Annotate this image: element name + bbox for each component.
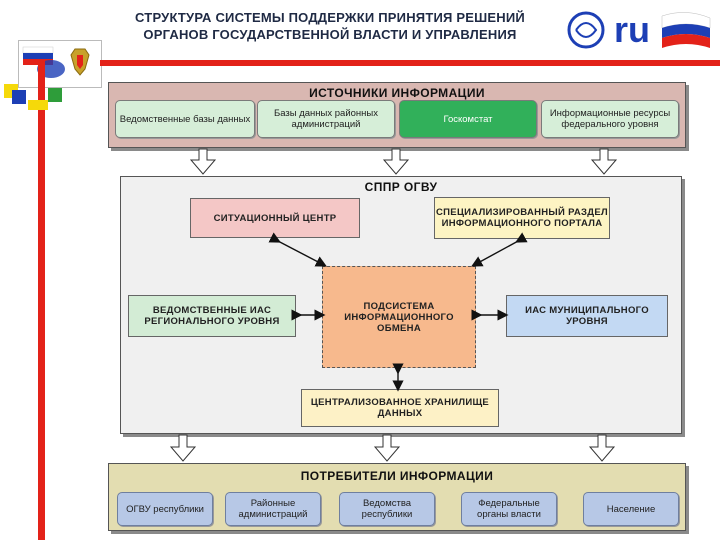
municipal-ias-box: ИАС МУНИЦИПАЛЬНОГО УРОВНЯ bbox=[506, 295, 668, 337]
yellow-square-small bbox=[28, 100, 48, 110]
blue-square bbox=[12, 90, 26, 104]
link-situation-exchange bbox=[268, 232, 327, 267]
consumer-federal: Федеральные органы власти bbox=[461, 492, 557, 526]
brand-logo-graphic bbox=[567, 11, 711, 49]
flow-arrow-src-3 bbox=[590, 148, 618, 175]
flow-arrow-con-3 bbox=[588, 434, 616, 462]
flow-arrow-src-1 bbox=[189, 148, 217, 175]
consumers-title: ПОТРЕБИТЕЛИ ИНФОРМАЦИИ bbox=[300, 469, 494, 483]
flow-arrow-con-1 bbox=[169, 434, 197, 462]
brand-logo: ru bbox=[566, 6, 712, 54]
top-red-bar bbox=[100, 60, 720, 66]
flow-arrow-src-2 bbox=[382, 148, 410, 175]
green-square bbox=[48, 88, 62, 102]
brand-logo-text: ru bbox=[614, 9, 650, 50]
page-title: СТРУКТУРА СИСТЕМЫ ПОДДЕРЖКИ ПРИНЯТИЯ РЕШ… bbox=[100, 9, 560, 43]
source-federal-resources: Информационные ресурсы федерального уров… bbox=[541, 100, 679, 138]
flow-arrow-con-2 bbox=[373, 434, 401, 462]
exchange-subsystem-box: ПОДСИСТЕМА ИНФОРМАЦИОННОГО ОБМЕНА bbox=[322, 266, 476, 368]
source-departmental-db: Ведомственные базы данных bbox=[115, 100, 255, 138]
title-line-1: СТРУКТУРА СИСТЕМЫ ПОДДЕРЖКИ ПРИНЯТИЯ РЕШ… bbox=[135, 10, 525, 25]
central-storage-box: ЦЕНТРАЛИЗОВАННОЕ ХРАНИЛИЩЕ ДАННЫХ bbox=[301, 389, 499, 427]
left-red-bar bbox=[38, 60, 45, 540]
portal-section-box: СПЕЦИАЛИЗИРОВАННЫЙ РАЗДЕЛ ИНФОРМАЦИОННОГ… bbox=[434, 197, 610, 239]
sources-panel: ИСТОЧНИКИ ИНФОРМАЦИИ Ведомственные базы … bbox=[108, 82, 686, 148]
sppr-title: СППР ОГВУ bbox=[364, 180, 438, 194]
regional-ias-box: ВЕДОМСТВЕННЫЕ ИАС РЕГИОНАЛЬНОГО УРОВНЯ bbox=[128, 295, 296, 337]
consumer-district-admin: Районные администраций bbox=[225, 492, 321, 526]
source-goskomstat: Госкомстат bbox=[399, 100, 537, 138]
situation-center-box: СИТУАЦИОННЫЙ ЦЕНТР bbox=[190, 198, 360, 238]
link-portal-exchange bbox=[471, 232, 528, 267]
consumer-population: Население bbox=[583, 492, 679, 526]
source-district-db: Базы данных районных администраций bbox=[257, 100, 395, 138]
consumers-panel: ПОТРЕБИТЕЛИ ИНФОРМАЦИИ ОГВУ республики Р… bbox=[108, 463, 686, 531]
title-line-2: ОРГАНОВ ГОСУДАРСТВЕННОЙ ВЛАСТИ И УПРАВЛЕ… bbox=[143, 27, 517, 42]
consumer-agencies: Ведомства республики bbox=[339, 492, 435, 526]
sources-title: ИСТОЧНИКИ ИНФОРМАЦИИ bbox=[309, 86, 485, 100]
consumer-ogvu: ОГВУ республики bbox=[117, 492, 213, 526]
